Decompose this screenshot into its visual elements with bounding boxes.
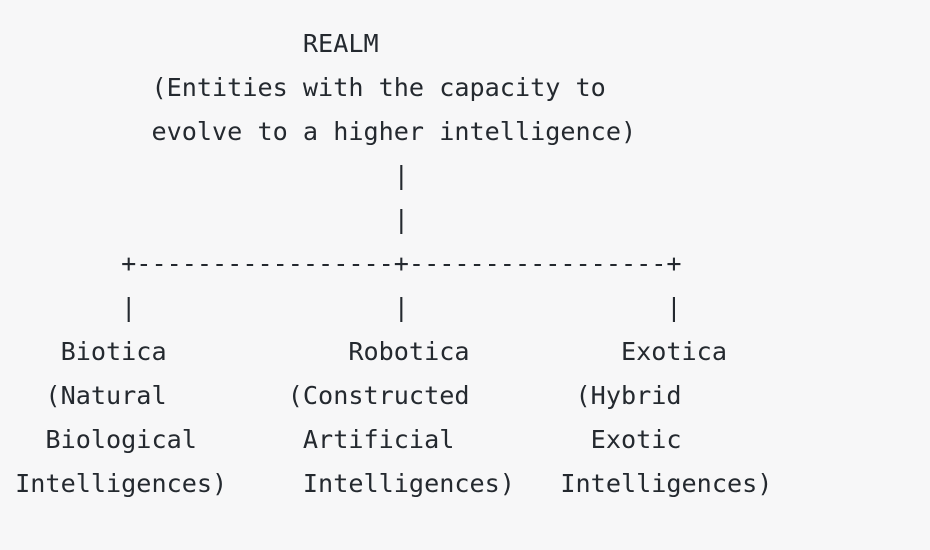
- branch-drop-connectors: | | |: [0, 293, 682, 322]
- trunk-connector-upper: |: [0, 161, 409, 190]
- trunk-connector-lower: |: [0, 205, 409, 234]
- branch-bar: +-----------------+-----------------+: [0, 249, 682, 278]
- root-description-line-1: (Entities with the capacity to: [0, 73, 606, 102]
- child-description-line-2: Biological Artificial Exotic: [0, 425, 682, 454]
- root-description-line-2: evolve to a higher intelligence): [0, 117, 637, 146]
- child-description-line-3: Intelligences) Intelligences) Intelligen…: [0, 469, 773, 498]
- child-description-line-1: (Natural (Constructed (Hybrid: [0, 381, 682, 410]
- root-title-line: REALM: [0, 29, 379, 58]
- child-titles-line: Biotica Robotica Exotica: [0, 337, 727, 366]
